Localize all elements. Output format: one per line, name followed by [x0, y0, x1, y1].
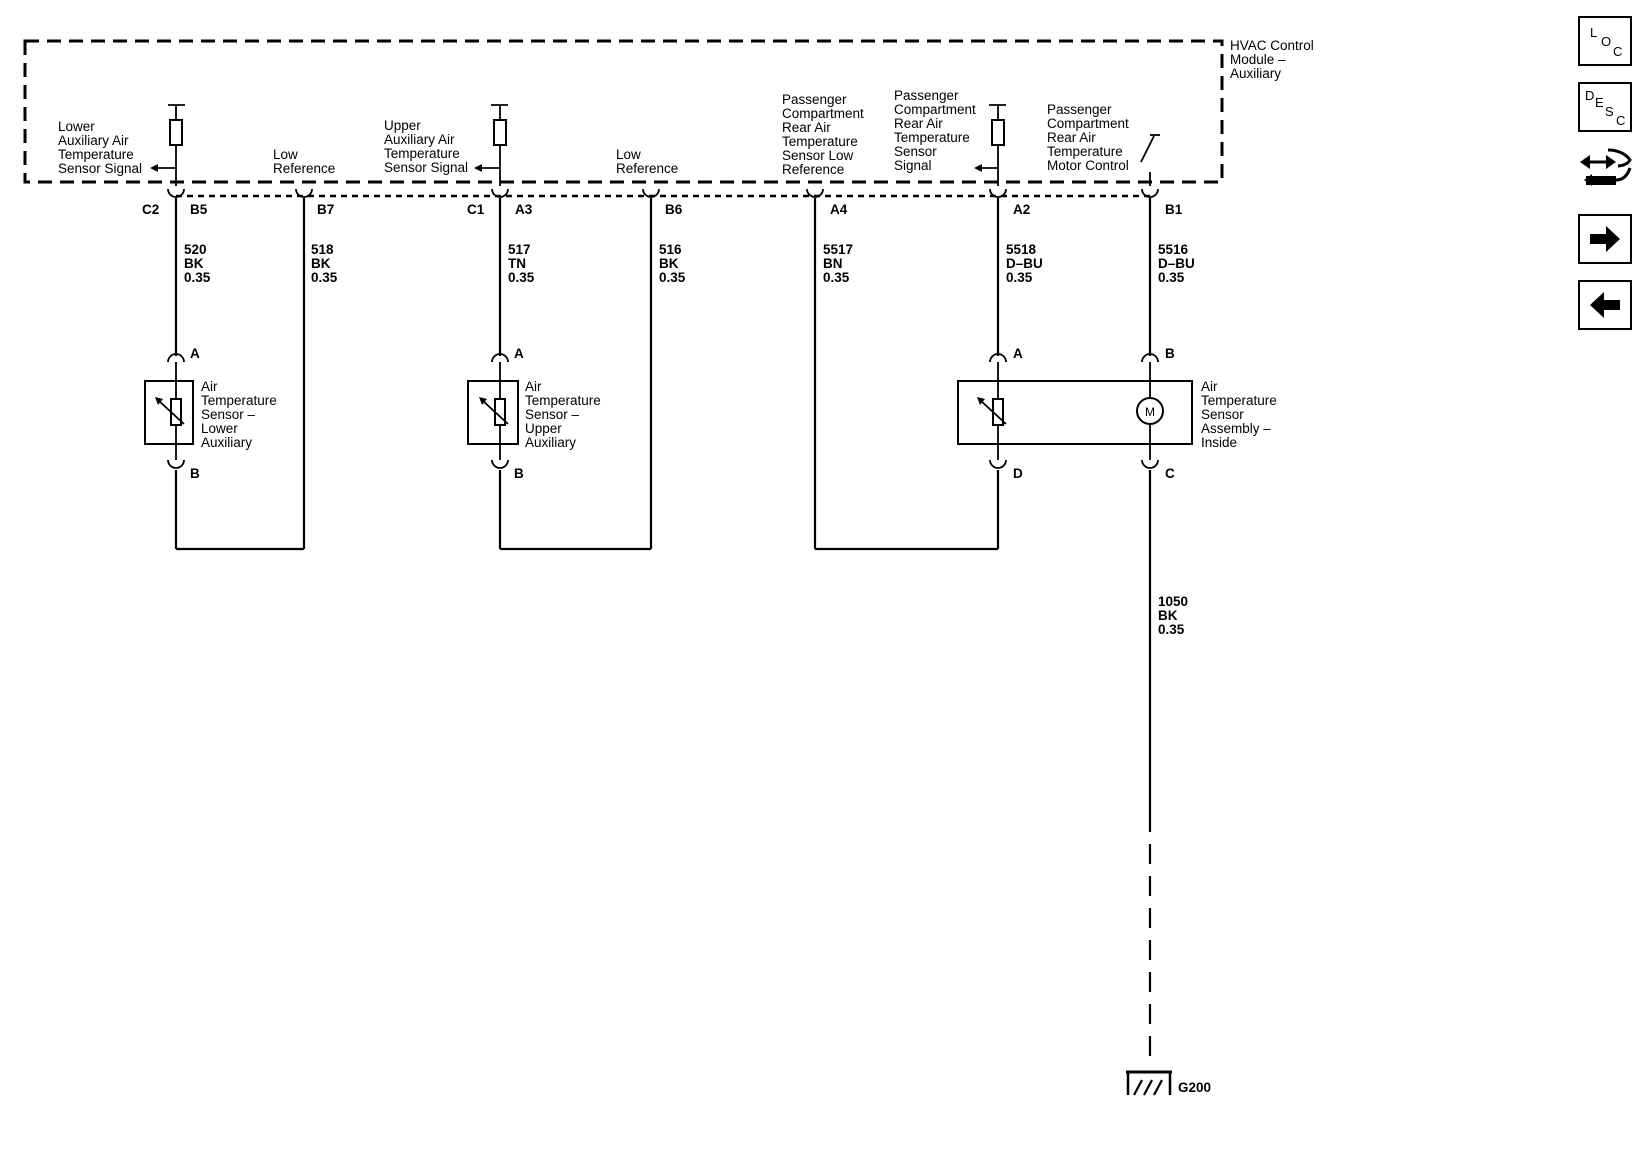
arrow-left-icon — [1590, 292, 1620, 318]
upper-sensor-pin-b: B — [514, 466, 524, 481]
internal-switch-b1 — [1140, 134, 1160, 186]
inside-pin-c: C — [1165, 466, 1175, 481]
wire-paths — [174, 198, 1152, 812]
connector-c1: C1 — [467, 202, 485, 217]
inside-pin-d: D — [1013, 466, 1023, 481]
upper-aux-sensor — [467, 353, 519, 469]
loc-l: L — [1590, 25, 1598, 40]
pin-a4: A4 — [830, 202, 848, 217]
pin-b5: B5 — [190, 202, 208, 217]
inside-pin-a: A — [1013, 346, 1023, 361]
loc-c: C — [1613, 44, 1623, 59]
lower-sensor-pin-a: A — [190, 346, 200, 361]
upper-sensor-pin-a: A — [514, 346, 524, 361]
internal-resistor-a3 — [474, 104, 508, 186]
internal-resistor-a2 — [974, 104, 1006, 186]
loc-button[interactable]: L O C — [1578, 16, 1632, 66]
desc-e: E — [1595, 95, 1604, 110]
motor-symbol-label: M — [1145, 405, 1155, 419]
lower-sensor-pin-b: B — [190, 466, 200, 481]
ground-symbol — [1126, 1070, 1172, 1096]
next-button[interactable] — [1578, 214, 1632, 264]
connector-c2: C2 — [142, 202, 159, 217]
loc-o: O — [1601, 34, 1612, 49]
pin-a2: A2 — [1013, 202, 1030, 217]
connector-swap-icon — [1580, 148, 1632, 186]
desc-button[interactable]: D E S C — [1578, 82, 1632, 132]
desc-s: S — [1605, 104, 1614, 119]
arrow-right-icon — [1590, 226, 1620, 252]
previous-button[interactable] — [1578, 280, 1632, 330]
pin-b1: B1 — [1165, 202, 1183, 217]
pin-b7: B7 — [317, 202, 334, 217]
ground-label: G200 — [1178, 1080, 1211, 1095]
pin-a3: A3 — [515, 202, 533, 217]
inside-sensor-assembly — [957, 353, 1193, 469]
lower-aux-sensor — [144, 353, 194, 469]
module-pin-cups — [167, 188, 1159, 198]
connector-swap-button[interactable] — [1578, 144, 1634, 196]
desc-c: C — [1616, 113, 1626, 128]
inside-pin-b: B — [1165, 346, 1175, 361]
pin-b6: B6 — [665, 202, 683, 217]
internal-resistor-b5 — [150, 104, 185, 186]
desc-d: D — [1585, 88, 1595, 103]
hvac-module-boundary — [23, 39, 1224, 184]
